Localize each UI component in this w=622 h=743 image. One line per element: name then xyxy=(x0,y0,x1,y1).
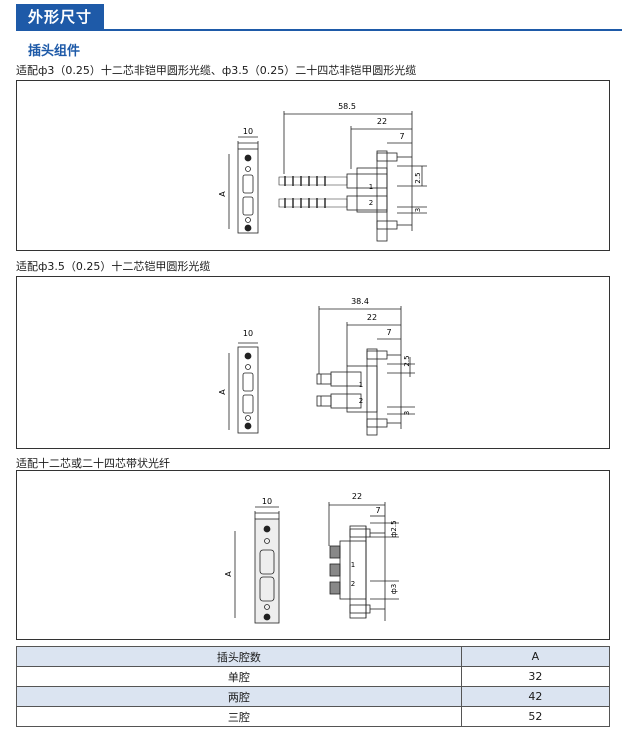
figure-3-caption: 适配十二芯或二十四芯带状光纤 xyxy=(16,457,170,470)
sub-title: 插头组件 xyxy=(28,44,81,59)
table-row: 单腔 32 xyxy=(16,666,611,687)
connector-drawing-1 xyxy=(228,111,427,242)
table-cell: 42 xyxy=(460,686,611,707)
table-header-row: 插头腔数 A xyxy=(16,646,611,667)
table-row: 三腔 52 xyxy=(16,706,611,727)
figure-2-caption: 适配ф3.5（0.25）十二芯铠甲圆形光缆 xyxy=(16,260,211,273)
figure-2-drawing: 10 A 38.4 22 7 2.5 3 1 2 xyxy=(16,276,610,449)
table-header-cell: 插头腔数 xyxy=(16,646,462,667)
connector-drawing-3 xyxy=(234,502,399,624)
table-cell: 三腔 xyxy=(16,706,462,727)
table-header-cell: A xyxy=(460,646,611,667)
table-cell: 52 xyxy=(460,706,611,727)
figure-1-drawing: 10 A 58.5 22 7 2.5 3 1 2 xyxy=(16,80,610,251)
figure-1-caption: 适配ф3（0.25）十二芯非铠甲圆形光缆、ф3.5（0.25）二十四芯非铠甲圆形… xyxy=(16,64,417,77)
section-divider xyxy=(16,29,622,31)
dimension-table: 插头腔数 A 单腔 32 两腔 42 三腔 52 xyxy=(16,646,611,727)
connector-drawing-2 xyxy=(228,306,415,436)
table-cell: 32 xyxy=(460,666,611,687)
table-cell: 单腔 xyxy=(16,666,462,687)
table-cell: 两腔 xyxy=(16,686,462,707)
section-title: 外形尺寸 xyxy=(16,4,105,30)
figure-3-drawing: 10 A 22 7 ф2.5 ф3 1 2 xyxy=(16,470,610,640)
table-row: 两腔 42 xyxy=(16,686,611,707)
